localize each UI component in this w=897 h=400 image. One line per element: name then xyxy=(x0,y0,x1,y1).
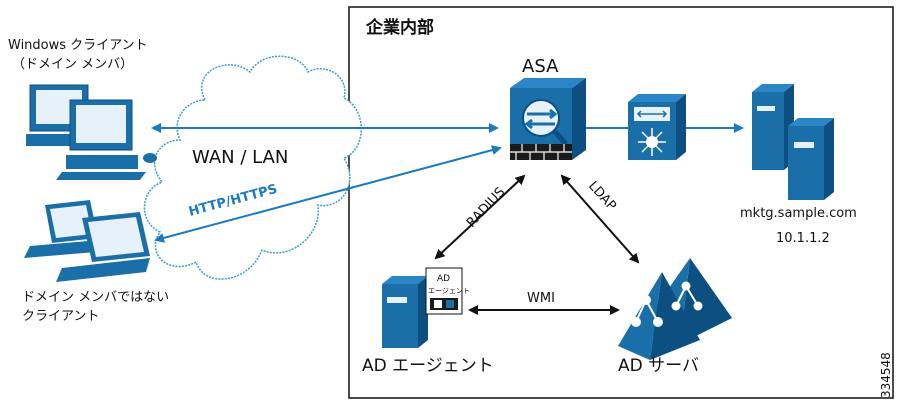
ad-agent-badge-line1: AD xyxy=(437,274,450,284)
link-radius xyxy=(434,174,526,260)
ad-agent-device xyxy=(382,267,463,348)
non-domain-client-laptops xyxy=(24,200,150,282)
ad-server-device xyxy=(618,258,732,360)
zone-title: 企業内部 xyxy=(365,17,434,38)
windows-client-label-line1: Windows クライアント xyxy=(8,38,148,53)
windows-client-computers xyxy=(26,84,157,180)
asa-device xyxy=(510,78,586,160)
link-ldap xyxy=(560,174,640,264)
switch-device xyxy=(628,94,686,160)
figure-id: 334548 xyxy=(879,352,893,398)
ad-server-label: AD サーバ xyxy=(618,356,699,376)
non-domain-client-label-line2: クライアント xyxy=(22,309,100,324)
link-laptop-asa xyxy=(154,145,502,243)
cloud-label: WAN / LAN xyxy=(192,147,288,168)
mktg-server-device xyxy=(752,84,834,200)
server-ip: 10.1.1.2 xyxy=(776,231,830,246)
asa-label: ASA xyxy=(522,56,559,77)
enterprise-zone-box xyxy=(348,6,894,399)
windows-client-label-line2: （ドメイン メンバ） xyxy=(12,57,134,72)
server-hostname: mktg.sample.com xyxy=(740,206,857,221)
ad-agent-label: AD エージェント xyxy=(362,356,494,376)
ad-agent-badge-line2: エージェント xyxy=(428,287,470,295)
non-domain-client-label-line1: ドメイン メンバではない xyxy=(22,290,170,305)
wmi-label: WMI xyxy=(527,291,555,306)
